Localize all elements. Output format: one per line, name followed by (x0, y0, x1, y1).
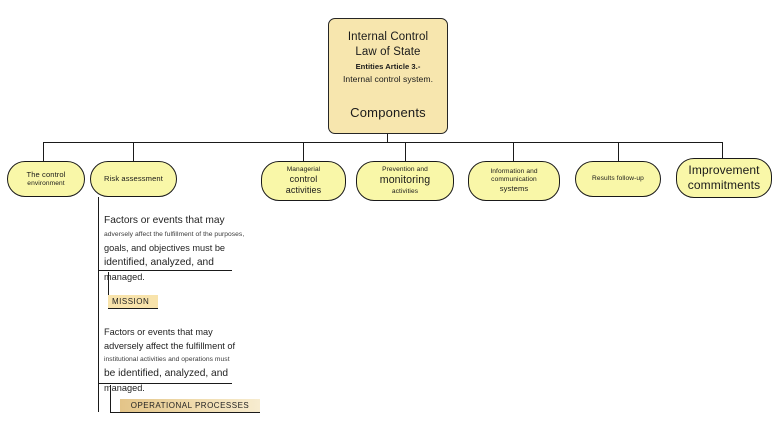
node-control-environment-line-1: The control (26, 170, 66, 180)
process-paragraph-line-5: managed. (104, 383, 145, 393)
process-paragraph-line-2: adversely affect the fulfillment of (104, 341, 236, 351)
node-improvement-commitments-line-2: commitments (687, 178, 761, 192)
node-results-follow-up-line-1: Results follow-up (592, 174, 644, 182)
connector-mission-underline (98, 270, 232, 272)
connector-drop-prevention-monitoring (405, 142, 407, 161)
connector-drop-control-environment (43, 142, 45, 161)
connector-drop-managerial-control (303, 142, 305, 161)
node-improvement-commitments-line-1: Improvement (688, 163, 760, 177)
tag-mission-label: MISSION (112, 297, 150, 306)
connector-mission-branch (108, 272, 110, 308)
mission-paragraph-line-4: identified, analyzed, and (104, 257, 214, 268)
process-paragraph-line-3: institutional activities and operations … (104, 356, 230, 363)
risk-mission-paragraph: Factors or events that may adversely aff… (104, 213, 249, 284)
node-managerial-control[interactable]: Managerial control activities (261, 161, 346, 201)
root-title-line-2: Law of State (355, 46, 421, 58)
root-node-internal-control[interactable]: Internal Control Law of State Entities A… (328, 18, 448, 134)
node-prevention-monitoring-line-3: activities (391, 187, 419, 195)
root-components-label: Components (350, 105, 426, 120)
connector-risk-spine (98, 197, 100, 412)
connector-drop-improvement-commitments (722, 142, 724, 161)
node-information-communication[interactable]: Information and communication systems (468, 161, 560, 201)
process-paragraph-line-4: be identified, analyzed, and (104, 368, 229, 379)
node-risk-assessment[interactable]: Risk assessment (90, 161, 177, 197)
process-paragraph-line-1: Factors or events that may (104, 327, 213, 337)
node-prevention-monitoring[interactable]: Prevention and monitoring activities (356, 161, 454, 201)
node-improvement-commitments[interactable]: Improvement commitments (676, 158, 772, 198)
tag-operational-processes[interactable]: OPERATIONAL PROCESSES (120, 399, 260, 413)
node-managerial-control-line-2: control (289, 173, 318, 184)
node-prevention-monitoring-line-1: Prevention and (382, 166, 428, 174)
connector-drop-risk-assessment (133, 142, 135, 161)
node-prevention-monitoring-line-2: monitoring (379, 174, 431, 187)
node-risk-assessment-line-1: Risk assessment (104, 174, 163, 184)
node-information-communication-line-2: communication (491, 176, 537, 184)
mission-paragraph-line-3: goals, and objectives must be (104, 243, 226, 253)
node-managerial-control-line-3: activities (285, 185, 322, 196)
mission-paragraph-line-5: managed. (104, 272, 145, 282)
tag-mission[interactable]: MISSION (108, 295, 158, 309)
connector-root-stem (387, 134, 389, 143)
connector-drop-results-follow-up (618, 142, 620, 161)
root-subtitle-system: Internal control system. (342, 74, 434, 84)
connector-process-branch (110, 385, 112, 412)
tag-operational-processes-label: OPERATIONAL PROCESSES (130, 401, 250, 410)
connector-horizontal-bus (43, 142, 722, 144)
risk-process-paragraph: Factors or events that may adversely aff… (104, 325, 249, 395)
root-title-line-1: Internal Control (347, 31, 429, 43)
mission-paragraph-line-2: adversely affect the fulfillment of the … (104, 231, 245, 238)
connector-drop-information-communication (513, 142, 515, 161)
node-managerial-control-line-1: Managerial (286, 165, 321, 173)
node-control-environment-line-2: environment (27, 179, 65, 187)
mission-paragraph-line-1: Factors or events that may (104, 215, 225, 226)
connector-process-underline (98, 383, 232, 385)
node-results-follow-up[interactable]: Results follow-up (575, 161, 661, 197)
node-control-environment[interactable]: The control environment (7, 161, 85, 197)
node-information-communication-line-1: Information and (490, 168, 538, 176)
root-subtitle-article: Entities Article 3.- (355, 62, 421, 71)
node-information-communication-line-3: systems (499, 184, 529, 194)
